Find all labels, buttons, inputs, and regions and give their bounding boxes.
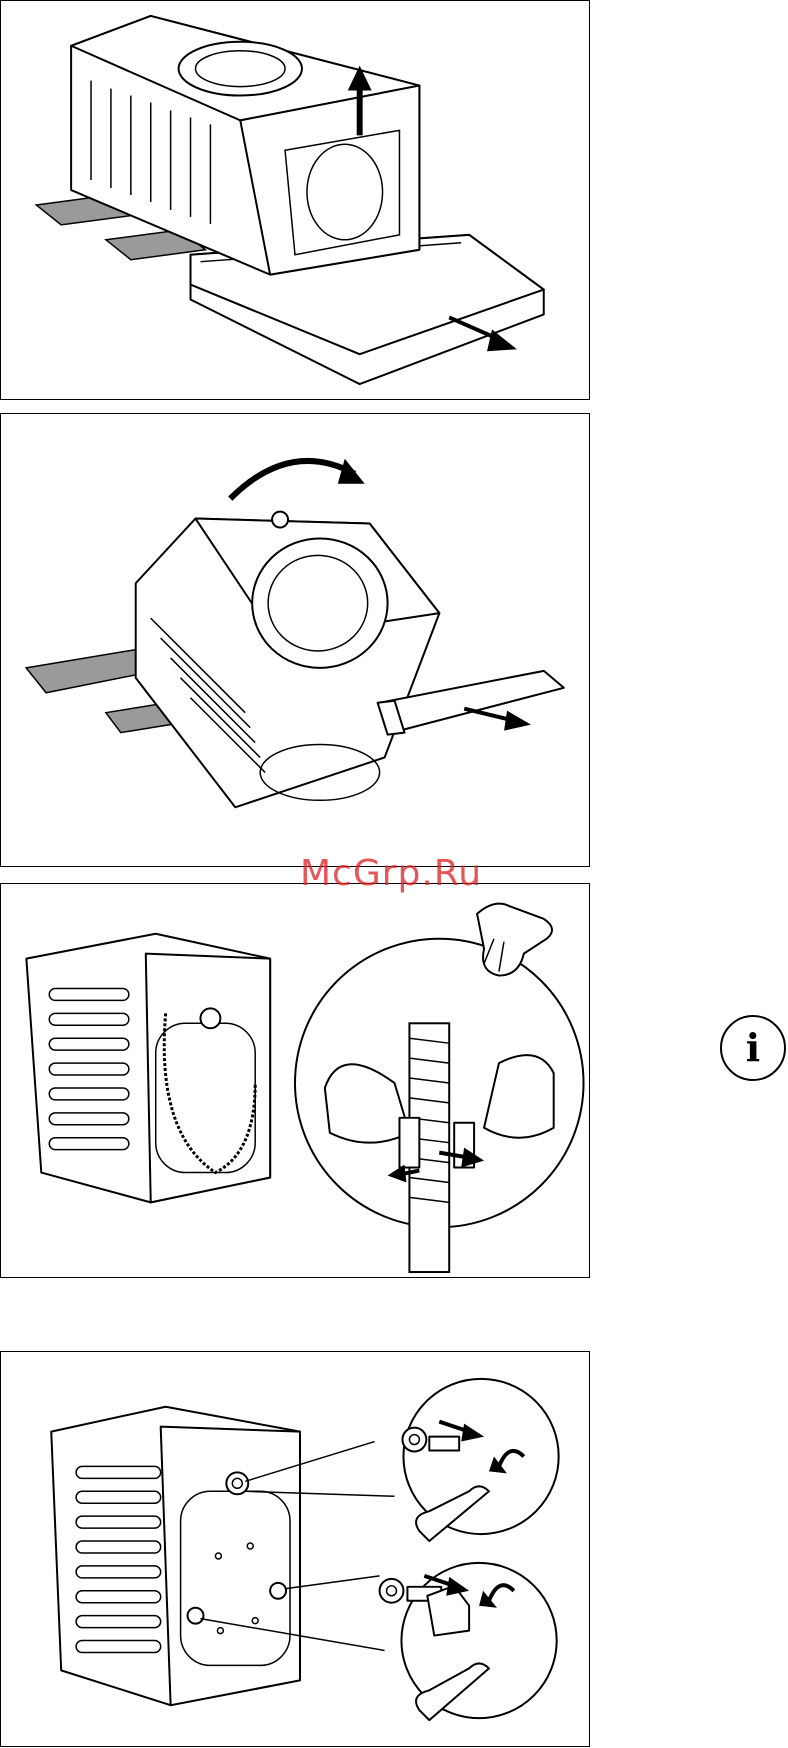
tilted-washer-drawing: [1, 414, 589, 866]
washer-rear-bolts-drawing: [1, 1352, 589, 1746]
glove-icon: [477, 904, 552, 976]
illustration-panel-tilt-machine: [0, 413, 590, 867]
illustration-panel-remove-base: [0, 0, 590, 400]
info-symbol: i: [746, 1029, 760, 1067]
info-icon: i: [720, 1015, 786, 1081]
illustration-panel-hose-clips: [0, 883, 590, 1278]
watermark-text: McGrp.Ru: [300, 853, 482, 894]
washer-rear-hose-drawing: [1, 884, 589, 1277]
washer-on-packaging-base-drawing: [1, 1, 589, 399]
illustration-panel-transit-bolts: [0, 1351, 590, 1747]
